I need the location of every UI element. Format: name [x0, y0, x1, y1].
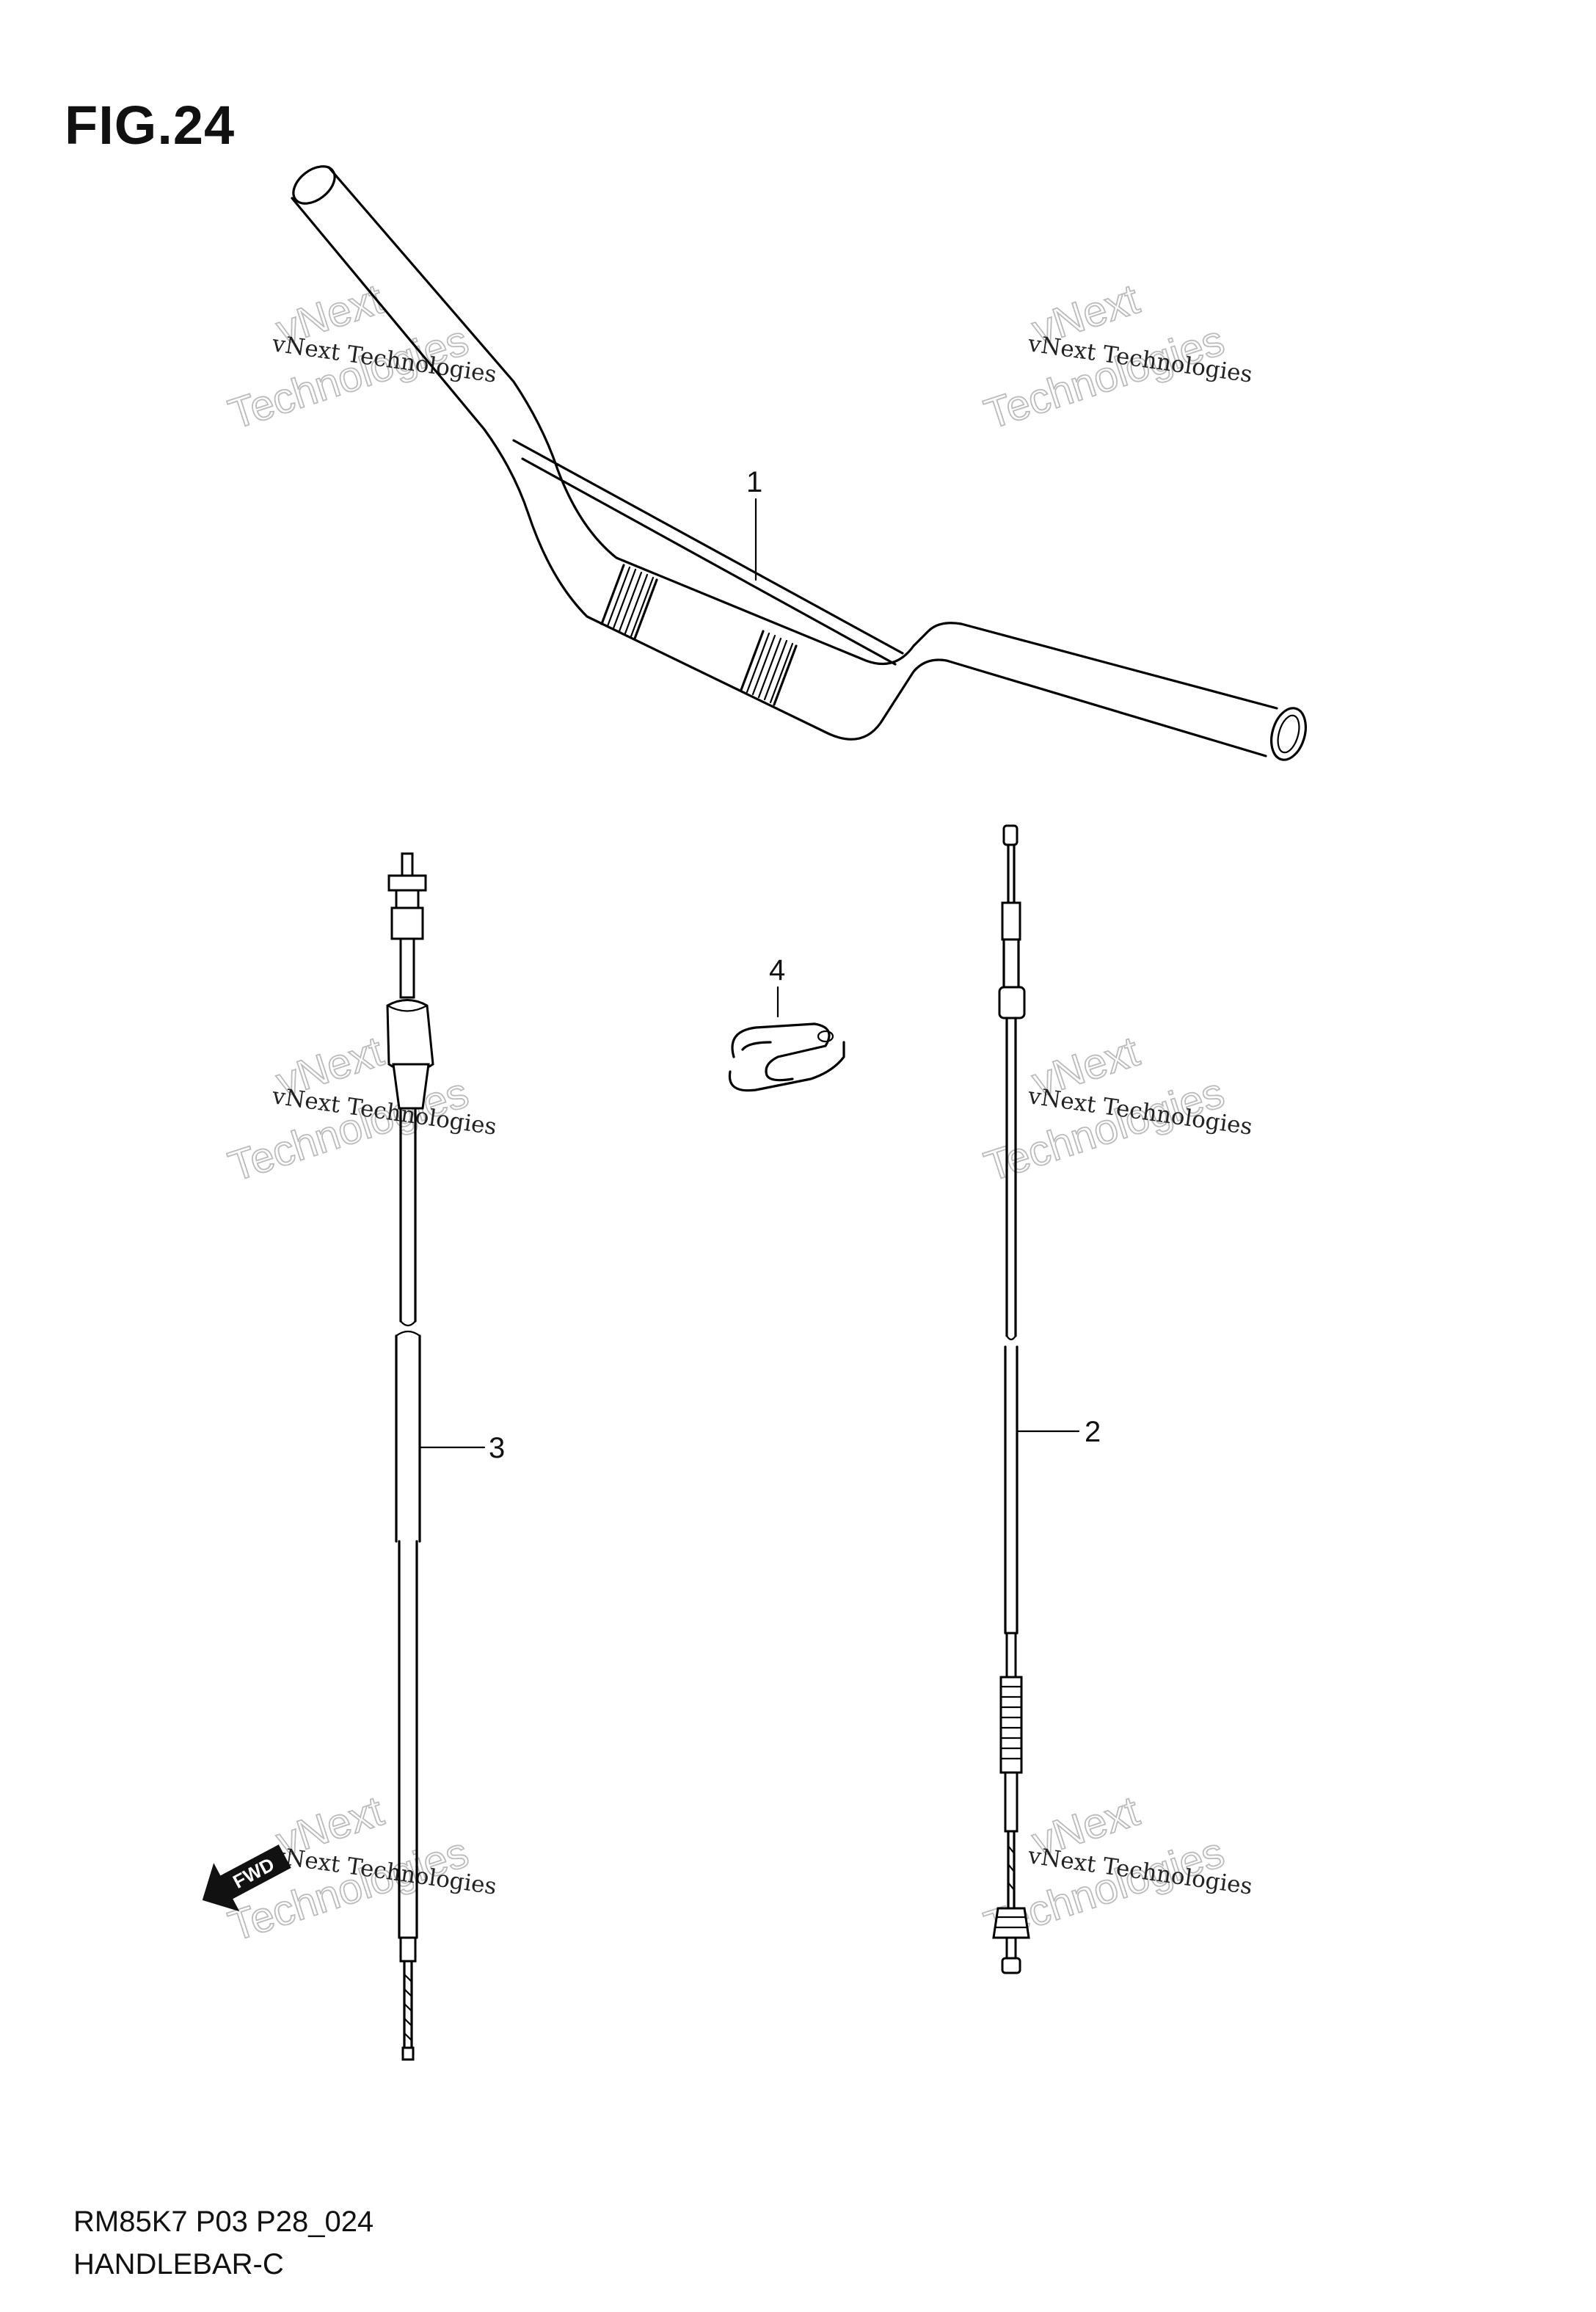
knurl-band-left [600, 564, 658, 640]
clutch-end-fitting [992, 1907, 1030, 1939]
watermark-mid-left: vNext Technologies vNext Technologies [222, 1027, 498, 1191]
watermark-top-left: vNext Technologies vNext Technologies [222, 275, 498, 439]
handlebar-upper-edge [327, 166, 1278, 710]
handlebar-right-bore [1277, 714, 1300, 754]
clutch-end-shaft [1005, 1936, 1017, 1960]
cable-sleeve-top [399, 937, 415, 999]
figure-title: FIG.24 [65, 95, 236, 156]
clutch-adjuster [1002, 938, 1020, 989]
cable-boot-lower [392, 1063, 430, 1110]
cable-sheath-mid [395, 1334, 421, 1543]
callout-3-label: 3 [489, 1432, 505, 1464]
knurl-band-right [740, 630, 798, 706]
watermark-mid-right: vNext Technologies vNext Technologies [978, 1027, 1254, 1191]
cable-end-nipple [401, 2046, 415, 2061]
section-name: HANDLEBAR-C [73, 2248, 284, 2280]
clamp-loop [741, 1041, 772, 1051]
clutch-threaded-adjuster [999, 1676, 1023, 1774]
cable-lower-fitting [399, 1936, 417, 1963]
callout-1-label: 1 [746, 466, 762, 498]
clutch-adjuster-nut [998, 986, 1026, 1019]
adjuster-nut [387, 874, 427, 892]
handlebar-lower-edge [291, 197, 1267, 757]
cable-sheath-upper [399, 1107, 417, 1323]
cable-sheath-lower [398, 1540, 418, 1939]
clutch-sheath-lower [1004, 1345, 1019, 1635]
handlebar-crossbar [512, 439, 904, 655]
watermark-top-right: vNext Technologies vNext Technologies [978, 275, 1254, 439]
clutch-top-nipple [1002, 824, 1019, 846]
clutch-sheath-upper [1005, 1017, 1017, 1337]
clutch-cable-part: 2 [992, 824, 1101, 1974]
clutch-inner-wire-bottom [1007, 1830, 1016, 1910]
fwd-arrow-icon [202, 1844, 291, 1912]
handlebar-part: 1 [291, 165, 1307, 761]
clamp-hole [817, 1030, 834, 1043]
model-code: RM85K7 P03 P28_024 [73, 2206, 374, 2238]
clutch-lower-ferrule [1005, 1632, 1017, 1679]
adjuster-tip [401, 852, 414, 877]
callout-4-label: 4 [769, 954, 785, 986]
clutch-inner-wire-top [1007, 843, 1016, 904]
adjuster-shaft [395, 889, 420, 909]
clutch-end-nipple [1001, 1957, 1021, 1974]
clamp-body [731, 1022, 831, 1082]
throttle-cable-part: 3 [386, 852, 505, 2061]
clamp-lower [728, 1041, 845, 1092]
clutch-lower-sleeve [1004, 1771, 1019, 1833]
callout-2-label: 2 [1085, 1416, 1101, 1448]
handlebar-crossbar-lower [521, 457, 897, 666]
adjuster-body [390, 906, 424, 940]
clutch-top-ferrule [1001, 901, 1021, 941]
handlebar-right-end [1270, 707, 1307, 761]
cable-clamp-part: 4 [728, 954, 845, 1092]
